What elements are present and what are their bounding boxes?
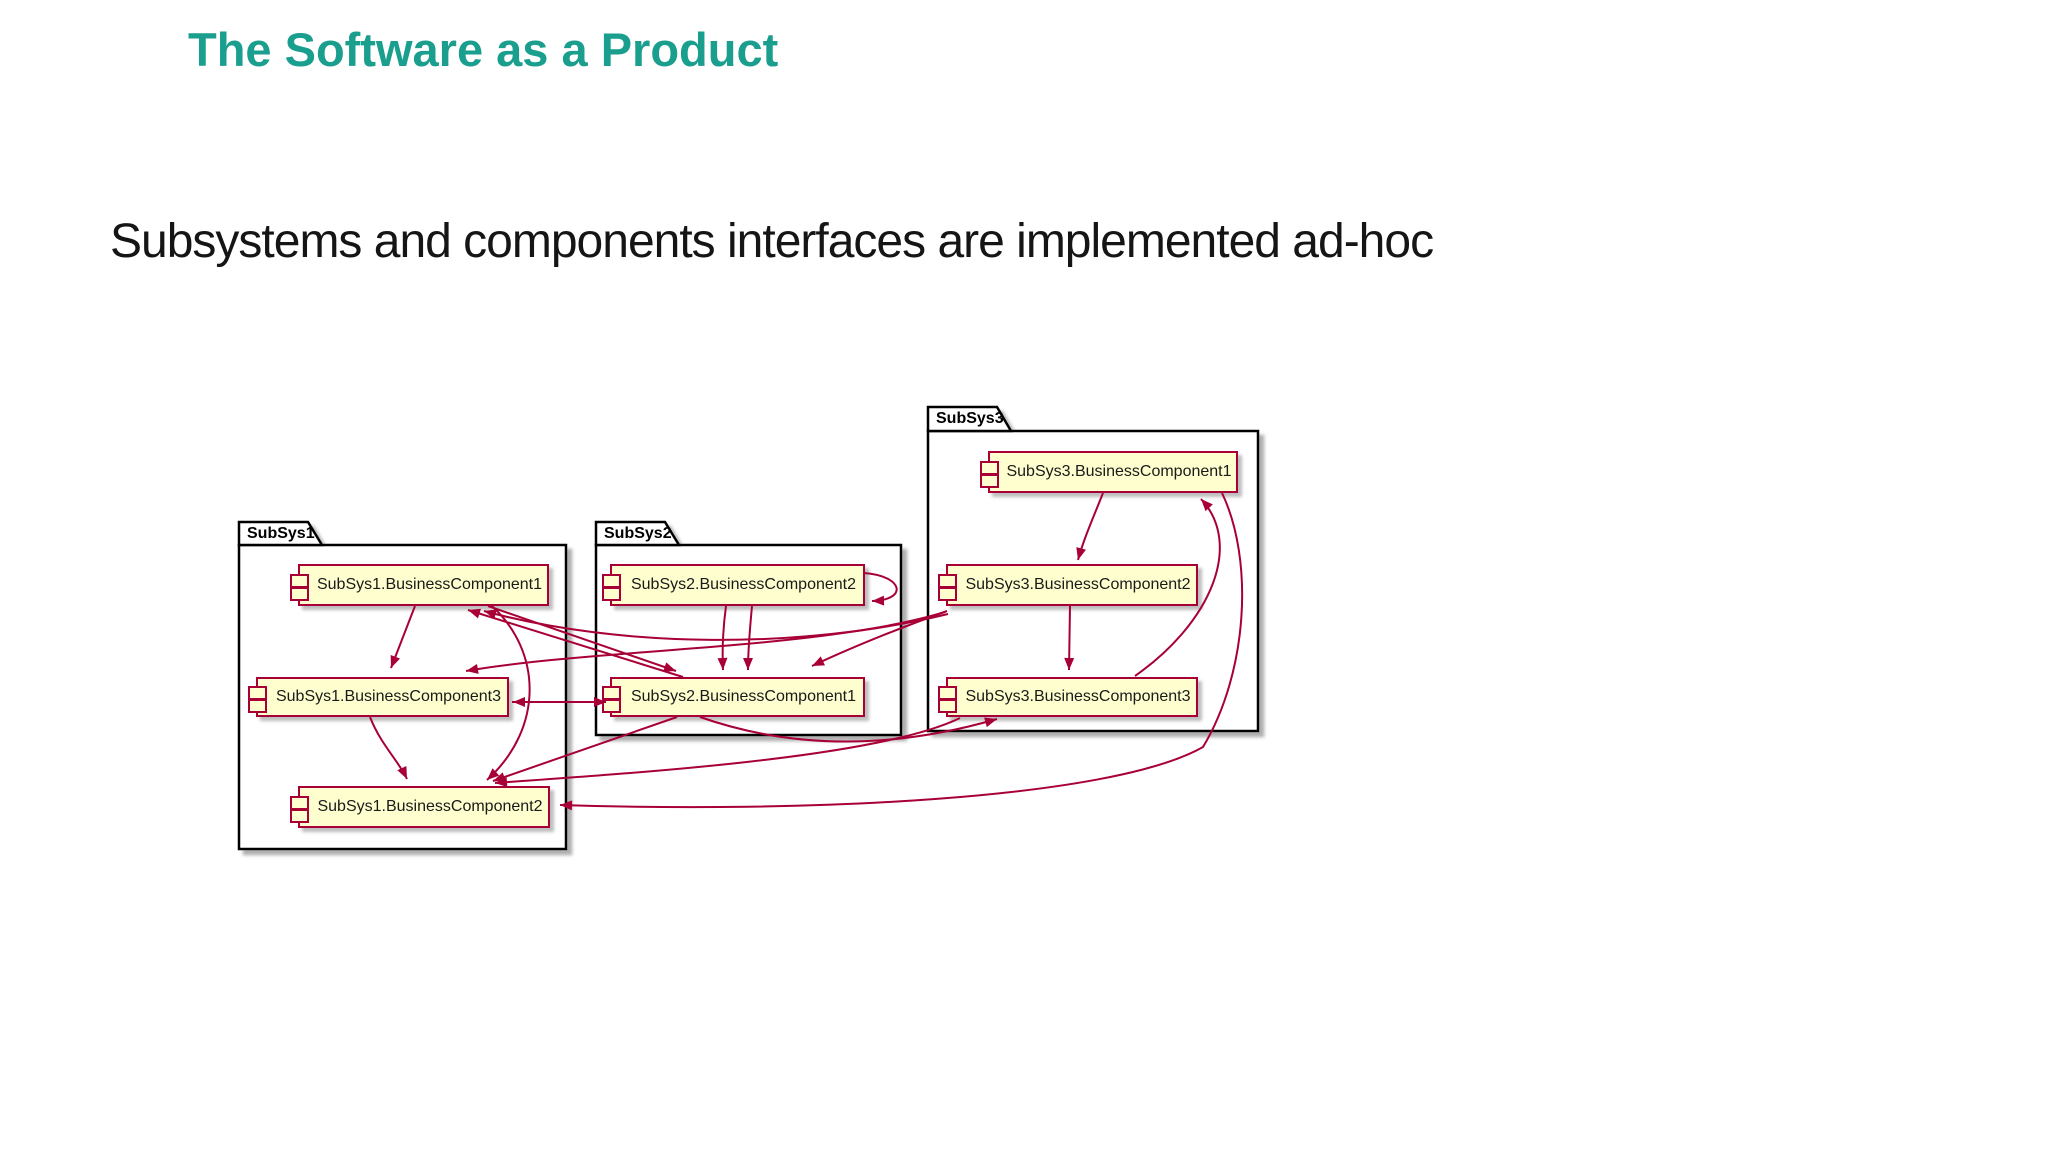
component-label: SubSys1.BusinessComponent2 bbox=[317, 798, 543, 815]
component-label: SubSys3.BusinessComponent2 bbox=[965, 576, 1191, 593]
component-icon bbox=[290, 586, 309, 601]
slide-title: The Software as a Product bbox=[188, 23, 779, 76]
component-s2bc1: SubSys2.BusinessComponent1 bbox=[602, 677, 865, 717]
component-s3bc3: SubSys3.BusinessComponent3 bbox=[938, 677, 1198, 717]
slide-subtitle: Subsystems and components interfaces are… bbox=[110, 215, 1434, 268]
component-s3bc1: SubSys3.BusinessComponent1 bbox=[980, 451, 1238, 493]
component-icon bbox=[290, 573, 309, 588]
component-label: SubSys3.BusinessComponent1 bbox=[1006, 463, 1232, 480]
component-s1bc1: SubSys1.BusinessComponent1 bbox=[290, 564, 549, 606]
component-icon bbox=[938, 573, 957, 588]
component-label: SubSys2.BusinessComponent1 bbox=[630, 688, 857, 705]
component-label: SubSys1.BusinessComponent3 bbox=[275, 688, 502, 705]
component-icon bbox=[290, 808, 309, 823]
component-icon bbox=[290, 795, 309, 810]
component-icon bbox=[602, 586, 621, 601]
component-icon bbox=[938, 698, 957, 713]
component-label: SubSys3.BusinessComponent3 bbox=[965, 688, 1191, 705]
component-icon bbox=[938, 586, 957, 601]
component-s2bc2: SubSys2.BusinessComponent2 bbox=[602, 564, 865, 606]
component-icon bbox=[980, 460, 999, 475]
component-label: SubSys1.BusinessComponent1 bbox=[316, 576, 543, 593]
component-icon bbox=[980, 473, 999, 488]
component-icon bbox=[602, 698, 621, 713]
component-icon bbox=[248, 698, 267, 713]
package-tab-label-SubSys3: SubSys3 bbox=[936, 410, 1004, 427]
package-tab-label-SubSys1: SubSys1 bbox=[247, 525, 315, 542]
component-label: SubSys2.BusinessComponent2 bbox=[630, 576, 857, 593]
package-tab-label-SubSys2: SubSys2 bbox=[604, 525, 672, 542]
component-icon bbox=[602, 573, 621, 588]
component-s1bc3: SubSys1.BusinessComponent3 bbox=[248, 677, 509, 717]
component-s1bc2: SubSys1.BusinessComponent2 bbox=[290, 786, 550, 828]
component-s3bc2: SubSys3.BusinessComponent2 bbox=[938, 564, 1198, 606]
